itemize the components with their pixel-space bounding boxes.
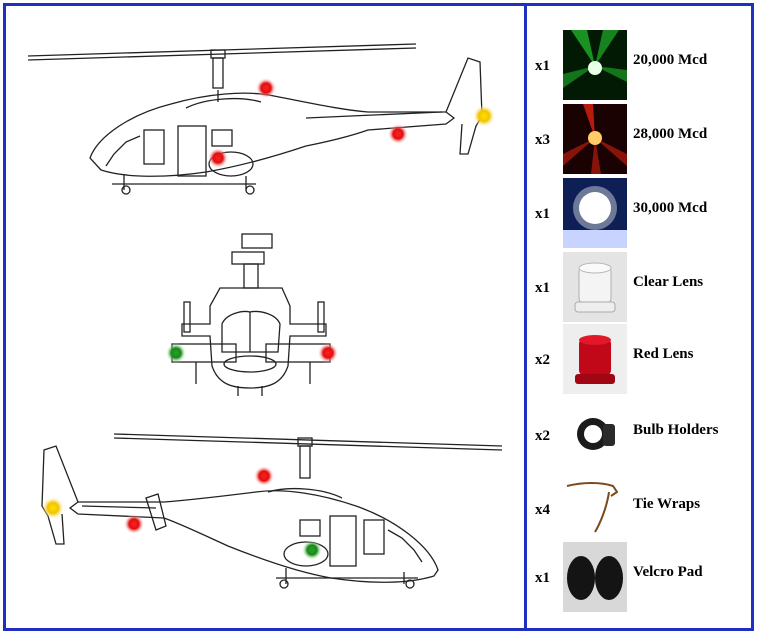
- part-quantity: x2: [535, 352, 550, 368]
- green-light-marker: [166, 343, 186, 363]
- panel-divider: [524, 3, 527, 631]
- part-quantity: x1: [535, 570, 550, 586]
- red-light-marker: [318, 343, 338, 363]
- green-light-marker: [302, 540, 322, 560]
- part-quantity: x1: [535, 280, 550, 296]
- tie-wrap-icon: [563, 474, 627, 544]
- part-row-green-led: x1 20,000 Mcd: [527, 30, 751, 100]
- part-quantity: x1: [535, 58, 550, 74]
- clear-lens-icon: [563, 252, 627, 322]
- part-quantity: x4: [535, 502, 550, 518]
- bulb-holder-icon: [563, 400, 627, 470]
- red-led-icon: [563, 104, 627, 174]
- helicopter-diagram-panel: [6, 6, 524, 628]
- red-lens-icon: [563, 324, 627, 394]
- red-light-marker: [254, 466, 274, 486]
- part-label: Red Lens: [633, 346, 694, 362]
- helicopter-side-view-bottom: [41, 433, 503, 589]
- part-row-white-led: x1 30,000 Mcd: [527, 178, 751, 248]
- part-row-velcro-pad: x1 Velcro Pad: [527, 542, 751, 612]
- part-quantity: x1: [535, 206, 550, 222]
- part-label: 30,000 Mcd: [633, 200, 708, 216]
- red-light-marker: [388, 124, 408, 144]
- part-label: Tie Wraps: [633, 496, 701, 512]
- part-quantity: x3: [535, 132, 550, 148]
- helicopter-side-view-top: [27, 43, 483, 195]
- green-led-icon: [563, 30, 627, 100]
- part-row-red-led: x3 28,000 Mcd: [527, 104, 751, 174]
- part-row-red-lens: x2 Red Lens: [527, 324, 751, 394]
- red-light-marker: [124, 514, 144, 534]
- part-row-bulb-holder: x2 Bulb Holders: [527, 400, 751, 470]
- part-quantity: x2: [535, 428, 550, 444]
- velcro-pad-icon: [563, 542, 627, 612]
- red-light-marker: [256, 78, 276, 98]
- helicopter-front-view: [171, 233, 331, 396]
- part-row-clear-lens: x1 Clear Lens: [527, 252, 751, 322]
- part-row-tie-wrap: x4 Tie Wraps: [527, 474, 751, 544]
- part-label: 20,000 Mcd: [633, 52, 708, 68]
- part-label: Bulb Holders: [633, 422, 719, 438]
- part-label: Velcro Pad: [633, 564, 703, 580]
- parts-list: x1 20,000 Mcd x3 28,000 Mcd x1: [527, 6, 751, 628]
- white-led-icon: [563, 178, 627, 248]
- yellow-light-marker: [473, 105, 495, 127]
- part-label: Clear Lens: [633, 274, 704, 290]
- outer-frame: [3, 3, 754, 631]
- part-label: 28,000 Mcd: [633, 126, 708, 142]
- red-light-marker: [208, 148, 228, 168]
- yellow-light-marker: [42, 497, 64, 519]
